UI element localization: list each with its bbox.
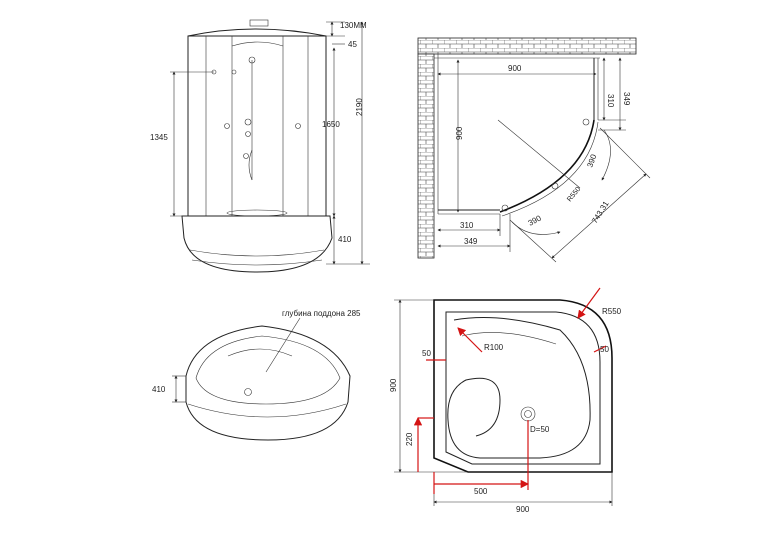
dim-mixer-1345: 1345 (150, 133, 168, 142)
dim-tray-410: 410 (338, 235, 352, 244)
dim-roof-45: 45 (348, 40, 357, 49)
tray-body (185, 325, 351, 441)
tray-outline (433, 299, 613, 473)
dim-plan-310-right: 310 (606, 94, 615, 108)
curved-door (499, 119, 595, 213)
dim-plan-depth: 900 (455, 126, 464, 140)
shower-head-icon (248, 56, 256, 64)
left-wall (417, 53, 435, 259)
dim-roof-top: 130MM (340, 21, 367, 30)
tray-plan-drain-icon (520, 406, 536, 422)
tray-drain-label: D=50 (530, 425, 550, 434)
top-wall (417, 37, 637, 55)
dim-plan-diagonal: 743.31 (590, 199, 611, 225)
mixer-knob-icon (244, 118, 252, 126)
dim-plan-349-right: 349 (622, 92, 631, 106)
tray-plan-r100: R100 (484, 343, 504, 352)
cabin-roof (187, 28, 327, 37)
front-view: 130MM 45 1650 2190 410 1345 (150, 19, 370, 273)
tray-plan-220: 220 (405, 432, 414, 446)
dim-total-2190: 2190 (355, 98, 364, 116)
dim-plan-390-bottom: 390 (527, 213, 543, 227)
tray-plan-width: 900 (516, 505, 530, 514)
r550-arrow (577, 287, 601, 319)
dim-plan-390-right: 390 (585, 153, 598, 169)
dim-plan-349-bottom: 349 (464, 237, 478, 246)
cabin-frame (187, 35, 327, 217)
tray-plan-500: 500 (474, 487, 488, 496)
tray-plan-50-left: 50 (422, 349, 431, 358)
dim-plan-310-bottom: 310 (460, 221, 474, 230)
shower-hose (248, 149, 253, 181)
tray-plan-r550: R550 (602, 307, 622, 316)
tray-plan-50-right: 50 (600, 345, 609, 354)
tray-plan-depth: 900 (389, 378, 398, 392)
dim-plan-width: 900 (508, 64, 522, 73)
roof-light (249, 19, 269, 27)
dim-glass-1650: 1650 (322, 120, 340, 129)
tray-height-410: 410 (152, 385, 166, 394)
tray-skirt (181, 215, 333, 273)
tray-depth-label: глубина поддона 285 (282, 309, 361, 318)
tray-drain-icon (244, 388, 252, 396)
dim-plan-r550: R550 (566, 186, 582, 203)
plan-view: 900 900 310 349 310 349 74 (417, 37, 651, 263)
tray-plan: D=50 R550 R100 50 50 900 220 500 900 (389, 287, 622, 514)
r100-arrow (457, 327, 483, 353)
tray-perspective: глубина поддона 285 410 (152, 309, 361, 441)
